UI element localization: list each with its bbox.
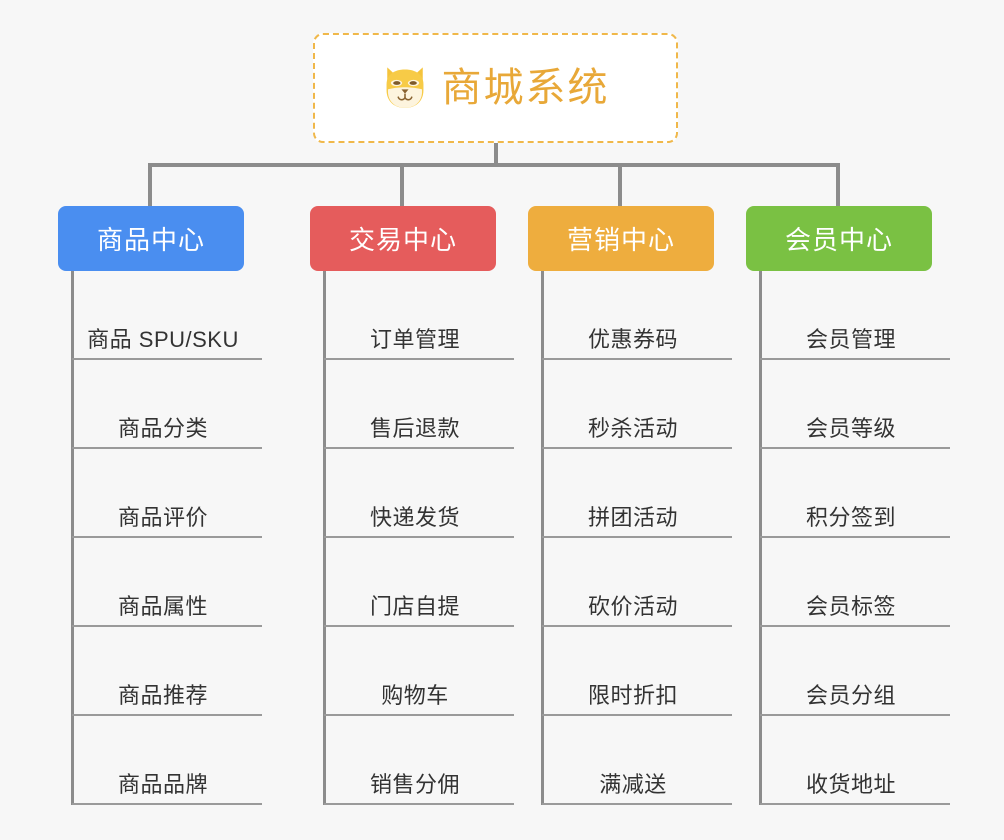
- leaf-item[interactable]: 积分签到: [760, 449, 950, 538]
- leaf-label: 商品推荐: [117, 683, 208, 708]
- connector-drop-2: [400, 163, 404, 206]
- category-box-1[interactable]: 商品中心: [58, 206, 244, 271]
- leaf-item[interactable]: 会员分组: [760, 627, 950, 716]
- leaf-label: 购物车: [381, 683, 449, 708]
- leaf-label: 商品分类: [117, 416, 208, 441]
- category-label-4: 会员中心: [784, 225, 893, 255]
- leaf-spine-4: [759, 271, 762, 805]
- branch-column-1: 商品中心 商品 SPU/SKU 商品分类 商品评价 商品属性 商品推荐 商品品牌: [58, 206, 262, 805]
- leaf-list-3: 优惠券码 秒杀活动 拼团活动 砍价活动 限时折扣 满减送: [528, 271, 732, 805]
- leaf-label: 商品评价: [117, 505, 208, 530]
- leaf-item[interactable]: 商品分类: [72, 360, 262, 449]
- leaf-item[interactable]: 订单管理: [324, 271, 514, 360]
- connector-drop-4: [836, 163, 840, 206]
- leaf-item[interactable]: 会员等级: [760, 360, 950, 449]
- leaf-item[interactable]: 秒杀活动: [542, 360, 732, 449]
- category-box-2[interactable]: 交易中心: [310, 206, 496, 271]
- leaf-list-2: 订单管理 售后退款 快递发货 门店自提 购物车 销售分佣: [310, 271, 514, 805]
- leaf-item[interactable]: 快递发货: [324, 449, 514, 538]
- leaf-label: 商品品牌: [117, 772, 208, 797]
- leaf-label: 优惠券码: [587, 327, 678, 352]
- connector-root-vertical: [494, 143, 498, 165]
- connector-drop-3: [618, 163, 622, 206]
- leaf-item[interactable]: 售后退款: [324, 360, 514, 449]
- category-label-2: 交易中心: [348, 225, 457, 255]
- connector-horizontal-bus: [148, 163, 840, 167]
- shiba-dog-face-icon: [386, 67, 423, 108]
- leaf-list-4: 会员管理 会员等级 积分签到 会员标签 会员分组 收货地址: [746, 271, 950, 805]
- leaf-item[interactable]: 销售分佣: [324, 716, 514, 805]
- leaf-label: 售后退款: [369, 416, 460, 441]
- leaf-item[interactable]: 商品品牌: [72, 716, 262, 805]
- category-label-3: 营销中心: [566, 225, 675, 255]
- leaf-item[interactable]: 购物车: [324, 627, 514, 716]
- root-title: 商城系统: [441, 66, 610, 110]
- leaf-list-1: 商品 SPU/SKU 商品分类 商品评价 商品属性 商品推荐 商品品牌: [58, 271, 262, 805]
- leaf-spine-2: [323, 271, 326, 805]
- leaf-label: 积分签到: [805, 505, 896, 530]
- leaf-spine-3: [541, 271, 544, 805]
- leaf-label: 收货地址: [805, 772, 896, 797]
- leaf-label: 商品 SPU/SKU: [87, 327, 239, 352]
- leaf-item[interactable]: 商品 SPU/SKU: [72, 271, 262, 360]
- branch-column-3: 营销中心 优惠券码 秒杀活动 拼团活动 砍价活动 限时折扣 满减送: [528, 206, 732, 805]
- leaf-label: 限时折扣: [587, 683, 678, 708]
- leaf-label: 会员等级: [805, 416, 896, 441]
- branch-column-4: 会员中心 会员管理 会员等级 积分签到 会员标签 会员分组 收货地址: [746, 206, 950, 805]
- connector-drop-1: [148, 163, 152, 206]
- leaf-label: 拼团活动: [587, 505, 678, 530]
- leaf-label: 满减送: [599, 772, 667, 797]
- leaf-spine-1: [71, 271, 74, 805]
- leaf-item[interactable]: 满减送: [542, 716, 732, 805]
- branch-columns: 商品中心 商品 SPU/SKU 商品分类 商品评价 商品属性 商品推荐 商品品牌…: [0, 206, 1004, 840]
- category-box-4[interactable]: 会员中心: [746, 206, 932, 271]
- leaf-item[interactable]: 优惠券码: [542, 271, 732, 360]
- leaf-item[interactable]: 商品属性: [72, 538, 262, 627]
- leaf-item[interactable]: 商品推荐: [72, 627, 262, 716]
- branch-column-2: 交易中心 订单管理 售后退款 快递发货 门店自提 购物车 销售分佣: [310, 206, 514, 805]
- leaf-item[interactable]: 拼团活动: [542, 449, 732, 538]
- leaf-item[interactable]: 商品评价: [72, 449, 262, 538]
- leaf-item[interactable]: 收货地址: [760, 716, 950, 805]
- leaf-label: 会员管理: [805, 327, 896, 352]
- leaf-item[interactable]: 门店自提: [324, 538, 514, 627]
- category-label-1: 商品中心: [96, 225, 205, 255]
- leaf-label: 快递发货: [369, 505, 460, 530]
- leaf-label: 商品属性: [117, 594, 208, 619]
- leaf-label: 砍价活动: [587, 594, 678, 619]
- leaf-label: 门店自提: [369, 594, 460, 619]
- leaf-item[interactable]: 会员管理: [760, 271, 950, 360]
- leaf-label: 会员标签: [805, 594, 896, 619]
- leaf-item[interactable]: 砍价活动: [542, 538, 732, 627]
- leaf-label: 订单管理: [369, 327, 460, 352]
- leaf-label: 秒杀活动: [587, 416, 678, 441]
- leaf-item[interactable]: 会员标签: [760, 538, 950, 627]
- category-box-3[interactable]: 营销中心: [528, 206, 714, 271]
- leaf-label: 销售分佣: [369, 772, 460, 797]
- leaf-item[interactable]: 限时折扣: [542, 627, 732, 716]
- leaf-label: 会员分组: [805, 683, 896, 708]
- root-node-card[interactable]: 商城系统: [313, 33, 678, 143]
